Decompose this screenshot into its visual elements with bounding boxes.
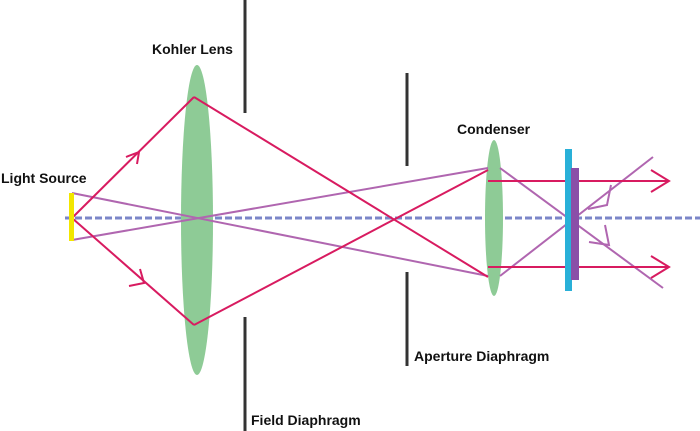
aperture-diaphragm-label: Aperture Diaphragm bbox=[414, 348, 549, 364]
specimen-slide bbox=[565, 149, 572, 291]
kohler-lens-label: Kohler Lens bbox=[152, 41, 233, 57]
condenser-label: Condenser bbox=[457, 121, 531, 137]
field-diaphragm-label: Field Diaphragm bbox=[251, 412, 361, 428]
light-source-filament bbox=[69, 193, 74, 241]
specimen-coverslip bbox=[571, 168, 579, 280]
condenser-lens bbox=[485, 140, 503, 296]
light-source-label: Light Source bbox=[1, 170, 87, 186]
kohler-lens bbox=[181, 65, 213, 375]
